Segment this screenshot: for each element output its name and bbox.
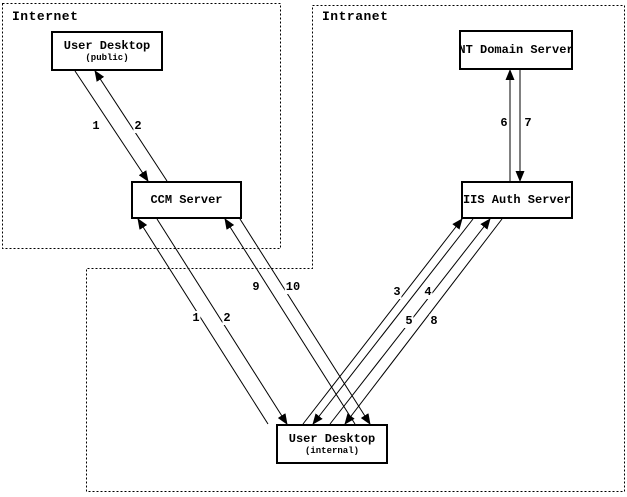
- intranet-region-border: [86, 5, 625, 492]
- edge-label-int-3: 3: [392, 285, 402, 299]
- edge-line-int-10: [239, 218, 371, 425]
- node-user-desktop-public-sublabel: (public): [85, 52, 129, 63]
- edge-line-int-2: [156, 218, 288, 425]
- edge-label-int-1: 1: [191, 311, 201, 325]
- edge-label-pub-1: 1: [91, 119, 101, 133]
- edge-label-int-4: 4: [423, 285, 433, 299]
- node-user-desktop-internal: User Desktop (internal): [276, 424, 388, 464]
- node-ccm-server: CCM Server: [131, 181, 242, 219]
- edge-label-int-2: 2: [222, 311, 232, 325]
- edge-label-int-8: 8: [429, 314, 439, 328]
- node-user-desktop-internal-label: User Desktop: [288, 431, 376, 446]
- edge-line-int-4: [312, 218, 474, 425]
- node-nt-domain-server-label: NT Domain Server: [458, 43, 574, 57]
- node-ccm-server-label: CCM Server: [150, 193, 223, 207]
- node-nt-domain-server: NT Domain Server: [458, 30, 574, 70]
- region-label-internet: Internet: [12, 9, 79, 24]
- edge-label-int-5: 5: [404, 314, 414, 328]
- node-user-desktop-public-label: User Desktop: [63, 38, 151, 53]
- edge-line-int-9: [224, 218, 356, 425]
- edge-label-nt-6: 6: [499, 116, 509, 130]
- edge-line-int-1: [137, 218, 269, 425]
- edge-label-int-9: 9: [251, 280, 261, 294]
- edge-label-int-10: 10: [284, 280, 302, 294]
- edge-line-int-8: [344, 218, 503, 425]
- node-iis-auth-server-label: IIS Auth Server: [462, 193, 572, 207]
- edge-label-pub-2: 2: [133, 119, 143, 133]
- region-label-intranet: Intranet: [322, 9, 389, 24]
- node-user-desktop-internal-sublabel: (internal): [304, 445, 359, 456]
- edge-line-int-3: [302, 218, 463, 425]
- edges-layer: [74, 69, 525, 425]
- edge-line-pub-1: [74, 70, 149, 182]
- node-iis-auth-server: IIS Auth Server: [461, 181, 573, 219]
- node-user-desktop-public: User Desktop (public): [51, 31, 163, 71]
- edge-line-pub-2: [94, 70, 168, 182]
- edge-label-nt-7: 7: [523, 116, 533, 130]
- internet-region-border: [2, 3, 281, 249]
